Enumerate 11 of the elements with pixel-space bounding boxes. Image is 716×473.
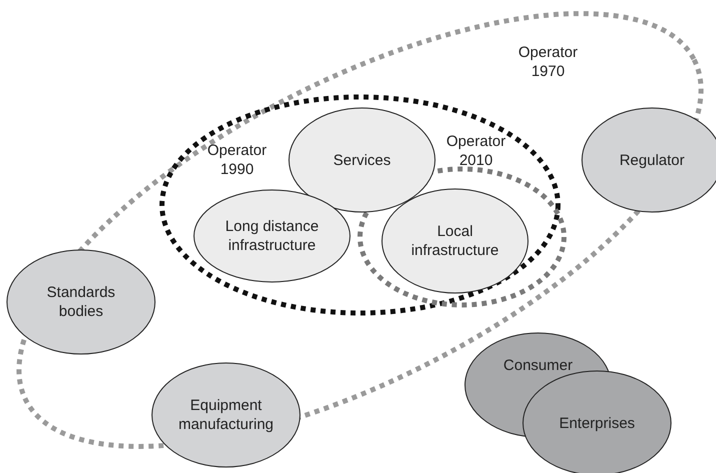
node-label: Services — [332, 150, 392, 170]
node-label: Long distance infrastructure — [224, 217, 320, 255]
node-label: Consumer — [502, 356, 574, 374]
group-label: Operator 1990 — [206, 141, 268, 179]
node-label: Regulator — [618, 150, 686, 170]
node-label: Enterprises — [558, 414, 636, 432]
node-label: Standards bodies — [46, 283, 116, 321]
node-label: Equipment manufacturing — [177, 396, 275, 434]
group-label: Operator 1970 — [517, 43, 579, 81]
group-label: Operator 2010 — [445, 132, 507, 170]
node-label: Local infrastructure — [410, 222, 500, 260]
